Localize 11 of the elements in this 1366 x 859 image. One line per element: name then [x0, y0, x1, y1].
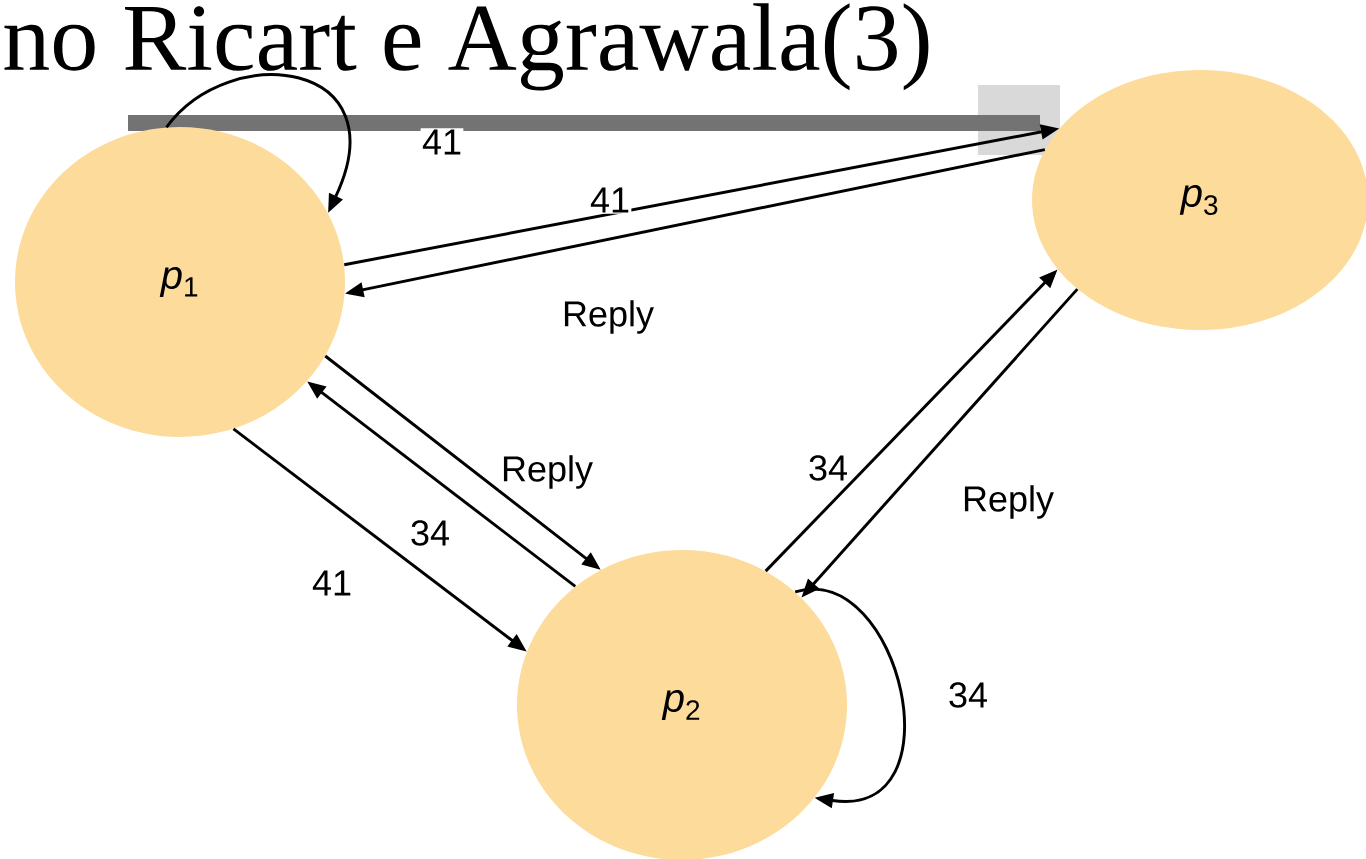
edge-label: Reply: [564, 300, 654, 334]
arrow: [795, 588, 906, 809]
edge-label: 34: [809, 455, 847, 481]
edge-label: Reply: [964, 485, 1054, 519]
edge-label: 34: [949, 682, 987, 708]
edge-label: 41: [312, 570, 351, 596]
edge-label: Reply: [503, 455, 593, 489]
edge-label: 34: [411, 520, 449, 546]
edge-label: 41: [590, 187, 629, 213]
slide-title: no Ricart e Agrawala(3): [4, 3, 929, 91]
edge-label: 41: [422, 129, 461, 155]
